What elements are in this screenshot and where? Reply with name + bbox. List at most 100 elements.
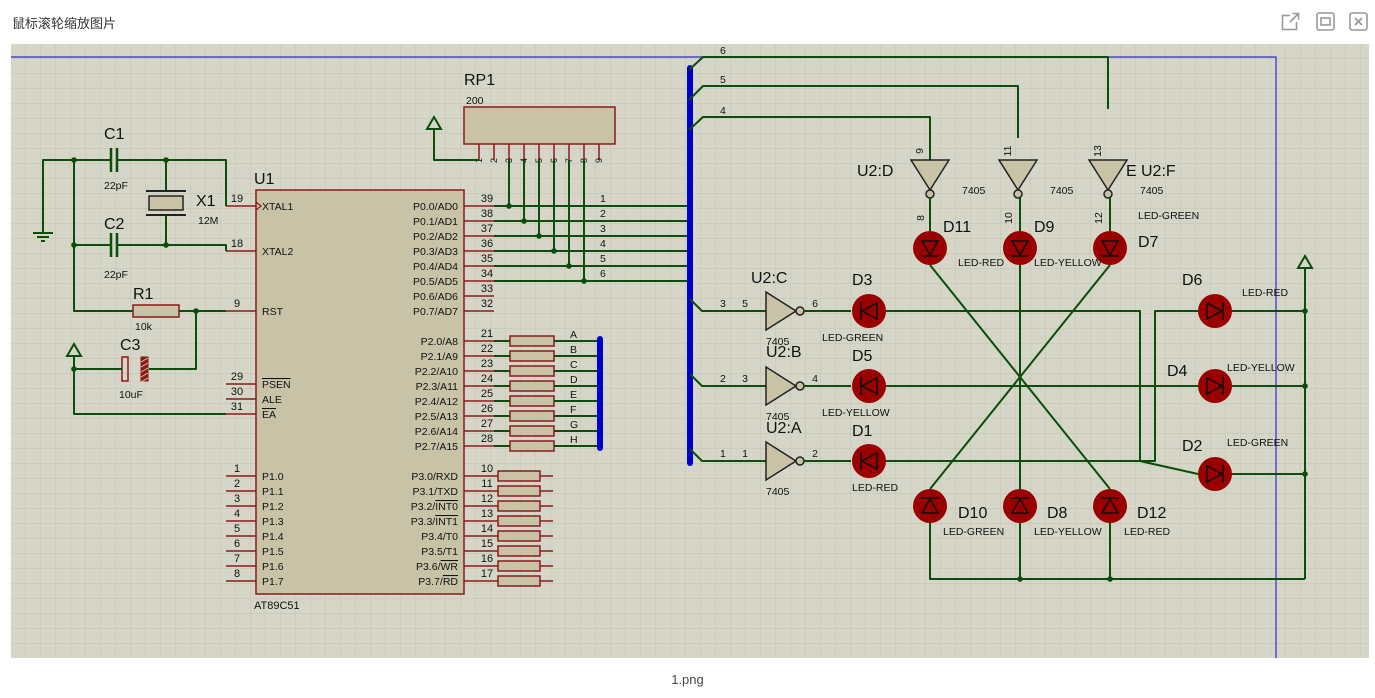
- p2-net-label: B: [570, 344, 577, 356]
- rp1-ref: RP1: [464, 72, 495, 89]
- led-type: LED-GREEN: [1138, 210, 1199, 222]
- led-ref: D8: [1047, 505, 1068, 522]
- junction-dot: [1302, 383, 1308, 389]
- mcu-pin-name: P1.0: [262, 471, 284, 483]
- mcu-pin-name: P2.6/A14: [415, 426, 458, 438]
- wire: [929, 523, 1305, 580]
- fit-window-icon[interactable]: [1316, 12, 1335, 31]
- gate-bubble: [925, 189, 935, 199]
- bus-label: 2: [720, 373, 726, 385]
- pin-number: 17: [481, 568, 493, 580]
- led-type: LED-RED: [1124, 526, 1171, 538]
- led-ref: D7: [1138, 234, 1159, 251]
- gate-ref: U2:F: [1141, 163, 1176, 180]
- bus-label: 4: [600, 238, 606, 250]
- led-symbol: [1010, 497, 1030, 514]
- pin-number: 7: [234, 553, 240, 565]
- bus-label: 1: [600, 193, 606, 205]
- led-type: LED-GREEN: [1227, 437, 1288, 449]
- pin-number: 12: [481, 493, 493, 505]
- mcu-pin-name: P0.1/AD1: [413, 216, 458, 228]
- gate-vertical: [997, 159, 1039, 192]
- led-ref: D11: [943, 219, 971, 236]
- pin-number: 29: [231, 371, 243, 383]
- ground-symbol: [33, 232, 53, 242]
- mcu-ref: U1: [254, 171, 275, 188]
- junction-dot: [1107, 576, 1113, 582]
- junction-dot: [1302, 308, 1308, 314]
- resistor-pack-rp1: [463, 106, 616, 145]
- bus-label: 3: [600, 223, 606, 235]
- gate-pin-number: 13: [1092, 145, 1104, 157]
- led-body: [1003, 489, 1037, 523]
- led-symbol: [1010, 240, 1030, 257]
- bus-label: 4: [720, 105, 726, 117]
- sheet-border: [11, 56, 1277, 658]
- pin-number: 2: [234, 478, 240, 490]
- gate-bubble: [795, 381, 805, 391]
- mcu-pin-name: P0.6/AD6: [413, 291, 458, 303]
- gate-U2:C: [765, 290, 798, 332]
- led-body: [852, 294, 886, 328]
- viewer-title: 鼠标滚轮缩放图片: [12, 17, 117, 32]
- pin-number: 35: [481, 253, 493, 265]
- gate-label-e: E: [1126, 163, 1137, 180]
- mcu-pin-name: P2.1/A9: [421, 351, 459, 363]
- gate-U2:B: [765, 365, 798, 407]
- pin-number: 39: [481, 193, 493, 205]
- resistor-p3: [497, 470, 541, 482]
- open-external-icon[interactable]: [1281, 12, 1300, 31]
- mcu-pin-name: P2.4/A12: [415, 396, 458, 408]
- gate-ref: U2:B: [766, 344, 802, 361]
- led-type: LED-GREEN: [943, 526, 1004, 538]
- led-ref: D4: [1167, 363, 1188, 380]
- gate-pin-number: 6: [812, 298, 818, 310]
- pin-number: 37: [481, 223, 493, 235]
- resistor-p3: [497, 545, 541, 557]
- close-icon[interactable]: [1349, 12, 1368, 31]
- led-type: LED-RED: [852, 482, 899, 494]
- led-body: [1198, 457, 1232, 491]
- p2-net-label: F: [570, 404, 576, 416]
- crystal-plates: [146, 190, 186, 216]
- led-body: [1003, 231, 1037, 265]
- led-ref: D9: [1034, 219, 1055, 236]
- led-symbol: [1206, 301, 1224, 321]
- led-body: [852, 444, 886, 478]
- mcu-pin-name: P3.6/WR: [416, 561, 458, 573]
- gate-pin-number: 12: [1093, 212, 1105, 224]
- resistor-p3: [497, 560, 541, 572]
- led-symbol: [860, 301, 878, 321]
- pin-number: 33: [481, 283, 493, 295]
- pin-number: 13: [481, 508, 493, 520]
- mcu-pin-name: P0.0/AD0: [413, 201, 458, 213]
- p2-net-label: H: [570, 434, 578, 446]
- mcu-pin-name: P0.7/AD7: [413, 306, 458, 318]
- mcu-pin-name: P3.3/INT1: [411, 516, 458, 528]
- junction-dot: [71, 157, 77, 163]
- pin-number: 14: [481, 523, 493, 535]
- wire: [166, 244, 227, 251]
- gate-ref: U2:D: [857, 163, 893, 180]
- mcu-pin-name: P2.2/A10: [415, 366, 458, 378]
- junction-dot: [581, 278, 587, 284]
- gate-bubble: [795, 456, 805, 466]
- junction-dot: [71, 366, 77, 372]
- mcu-pin-name: PSEN: [262, 379, 291, 391]
- led-symbol: [1206, 464, 1224, 484]
- resistor-p3: [497, 530, 541, 542]
- led-type: LED-YELLOW: [1034, 257, 1102, 269]
- pin-number: 25: [481, 388, 493, 400]
- mcu-pin-name: P1.4: [262, 531, 284, 543]
- mcu-pin-name: P2.5/A13: [415, 411, 458, 423]
- mcu-pin-name: P3.2/INT0: [411, 501, 458, 513]
- wire: [689, 298, 766, 312]
- junction-dot: [566, 263, 572, 269]
- led-body: [913, 231, 947, 265]
- resistor-p2: [509, 365, 555, 377]
- wire: [149, 311, 197, 370]
- led-symbol: [860, 376, 878, 396]
- gate-part: 7405: [1140, 185, 1164, 197]
- c3-hatch: [140, 377, 149, 383]
